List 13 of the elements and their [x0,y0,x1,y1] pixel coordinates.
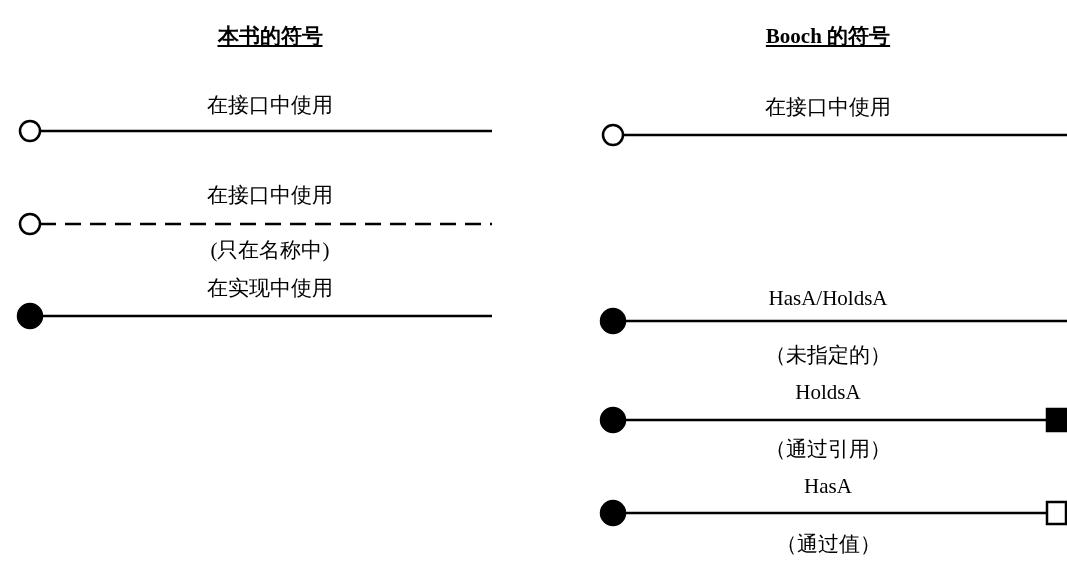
line-label: HoldsA [795,380,861,404]
line-note: (只在名称中) [210,238,330,262]
line-label: 在接口中使用 [207,93,333,117]
line-note: （通过值） [775,532,881,556]
line-label: HasA/HoldsA [768,286,888,310]
line-note: （通过引用） [765,437,891,461]
column-heading: Booch 的符号 [765,24,891,48]
line-label: 在实现中使用 [207,276,333,300]
line-label: HasA [804,474,852,498]
line-note: （未指定的） [765,343,891,367]
line-label: 在接口中使用 [207,183,333,207]
column-heading: 本书的符号 [217,24,323,48]
line-label: 在接口中使用 [765,95,891,119]
